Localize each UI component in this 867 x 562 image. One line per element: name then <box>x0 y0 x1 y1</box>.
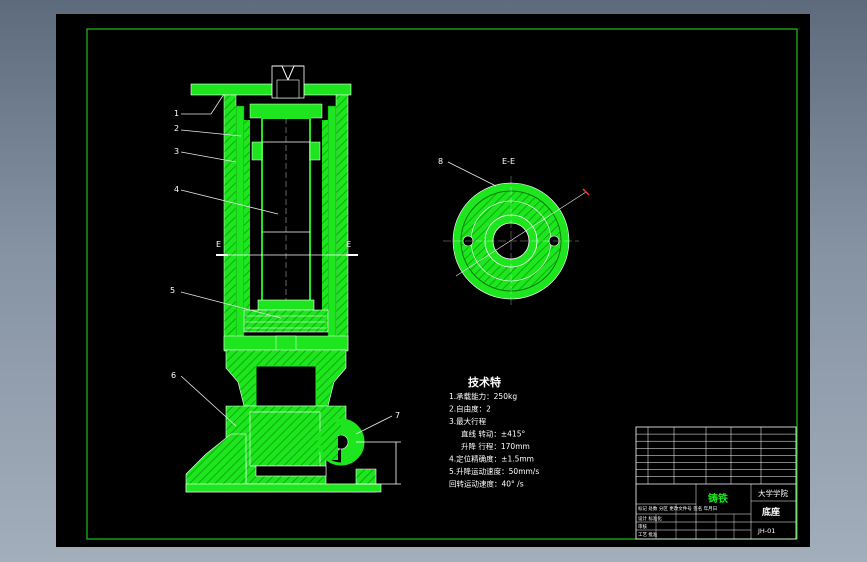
section-mark-right: E <box>346 240 351 249</box>
engineering-drawing: 1 2 3 4 5 6 7 E E E-E 8 技术特 <box>86 28 798 540</box>
main-section-view <box>180 65 401 493</box>
leader-lines <box>180 93 393 435</box>
part-label: 6 <box>171 371 176 380</box>
part-label: 3 <box>174 147 179 156</box>
title-block-part-name: 底座 <box>762 506 780 518</box>
drawing-border <box>86 28 798 540</box>
section-view-e-e <box>443 161 590 306</box>
tech-requirement-line: 回转运动速度：40° /s <box>449 479 524 489</box>
tech-requirement-line: 3.最大行程 <box>449 416 487 426</box>
tech-requirements-list: 1.承载能力：250kg 2.自由度：2 3.最大行程 直线 转动：±415° 升降… <box>449 391 539 489</box>
part-label: 5 <box>170 286 175 295</box>
part-label: 7 <box>395 411 400 420</box>
section-mark-left: E <box>216 240 221 249</box>
tech-requirements-title: 技术特 <box>468 375 501 389</box>
drawing-sheet: 1 2 3 4 5 6 7 E E E-E 8 技术特 <box>56 14 810 547</box>
title-block-cell-text: 标记 处数 分区 更改文件号 签名 年月日 <box>638 505 717 512</box>
tech-requirement-line: 2.自由度：2 <box>449 404 491 414</box>
part-label: 4 <box>174 185 179 194</box>
title-block-material: 铸铁 <box>708 492 728 505</box>
tech-requirement-line: 升降 行程：170mm <box>461 441 530 451</box>
tech-requirement-line: 5.升降运动速度：50mm/s <box>449 466 539 476</box>
title-block-company: 大学学院 <box>758 488 788 498</box>
title-block <box>635 426 797 540</box>
tech-requirement-line: 直线 转动：±415° <box>461 429 525 439</box>
part-label: 2 <box>174 124 179 133</box>
tech-requirement-line: 4.定位精确度：±1.5mm <box>449 454 534 464</box>
title-block-cell-text: 审核 <box>638 523 647 530</box>
main-part-labels: 1 2 3 4 5 6 7 <box>170 109 400 420</box>
part-label: 1 <box>174 109 179 118</box>
title-block-cell-text: 设计 标准化 <box>638 515 662 522</box>
section-view-label: 8 <box>438 157 443 166</box>
title-block-drawing-number: JH-01 <box>757 527 775 535</box>
section-view-title: E-E <box>502 157 515 166</box>
title-block-cell-text: 工艺 批准 <box>638 531 658 538</box>
tech-requirement-line: 1.承载能力：250kg <box>449 391 517 401</box>
